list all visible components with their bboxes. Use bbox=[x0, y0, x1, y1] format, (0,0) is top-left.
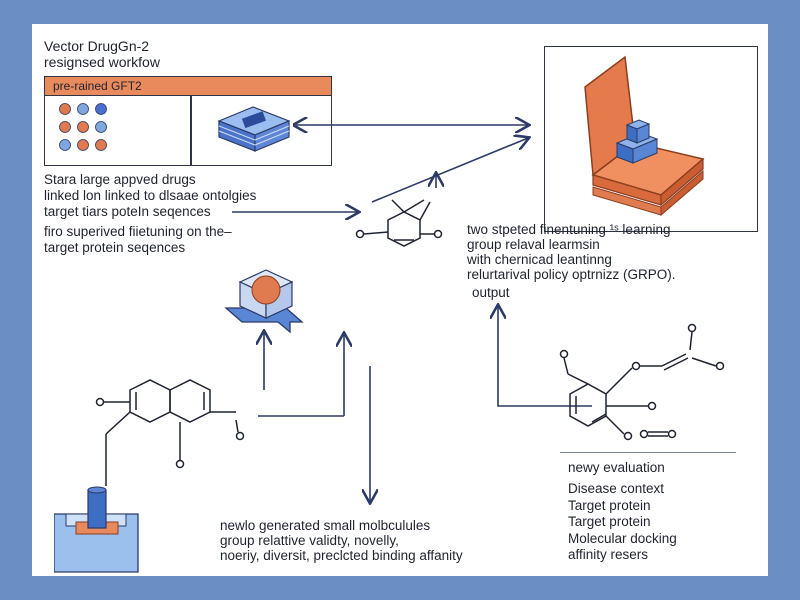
rl-stage-line2: group relaval learmsin bbox=[467, 237, 600, 252]
arrow-output-path bbox=[498, 306, 592, 407]
data-sources-line1: Stara large appved drugs bbox=[44, 172, 196, 187]
sft-line2: target protein seqences bbox=[44, 240, 186, 255]
data-sources-line3: target tiars poteIn seqences bbox=[44, 204, 211, 219]
server-illustration-panel bbox=[544, 46, 758, 232]
generated-line3: noeriy, diversit, preclcted binding affa… bbox=[220, 548, 463, 563]
evaluation-item: Disease context bbox=[568, 481, 665, 496]
rl-stage-line4: relurtarival policy optrnizz (GRPO). bbox=[467, 267, 676, 282]
pretrained-model-panel: pre-rained GFT2 bbox=[44, 76, 332, 166]
diagram-title: Vector DrugGn-2 bbox=[44, 38, 150, 54]
evaluation-item: Target protein bbox=[568, 498, 651, 513]
gpu-chip-icon bbox=[217, 106, 291, 152]
diagram-subtitle: resignsed workfow bbox=[44, 54, 160, 70]
generated-line2: group relattive validty, novelly, bbox=[220, 533, 399, 548]
connector-layer bbox=[232, 24, 592, 576]
evaluation-heading: newy evaluation bbox=[568, 460, 665, 475]
protein-cube-icon bbox=[224, 269, 304, 334]
network-dots-icon bbox=[59, 103, 107, 151]
arrow-to-server bbox=[371, 138, 528, 203]
evaluation-rule bbox=[560, 452, 736, 453]
pretrained-model-label: pre-rained GFT2 bbox=[53, 79, 142, 93]
data-sources-line2: linked lon linked to dlsaae ontolgies bbox=[44, 188, 257, 203]
server-block-icon bbox=[584, 55, 705, 217]
evaluation-item: Molecular docking bbox=[568, 531, 677, 546]
panel-divider bbox=[190, 96, 192, 165]
evaluation-item: affinity resers bbox=[568, 547, 649, 562]
diagram-canvas: Vector DrugGn-2 resignsed workfow pre-ra… bbox=[32, 24, 768, 576]
sft-line1: firo superived fiietuning on the– bbox=[44, 224, 232, 239]
evaluation-item: Target protein bbox=[568, 514, 651, 529]
rl-stage-line1: two stpeted finentuning ¹ˢ learning bbox=[467, 222, 671, 237]
generated-line1: newlo generated small molbculules bbox=[220, 518, 431, 533]
molecule-left bbox=[95, 379, 245, 486]
rl-stage-line3: with chernicad leantinng bbox=[467, 252, 612, 267]
pretrained-model-header: pre-rained GFT2 bbox=[45, 77, 331, 96]
molecule-top bbox=[355, 199, 443, 247]
database-cylinder-icon bbox=[54, 486, 139, 573]
rl-stage-output: output bbox=[472, 285, 510, 300]
molecule-right bbox=[559, 323, 725, 441]
